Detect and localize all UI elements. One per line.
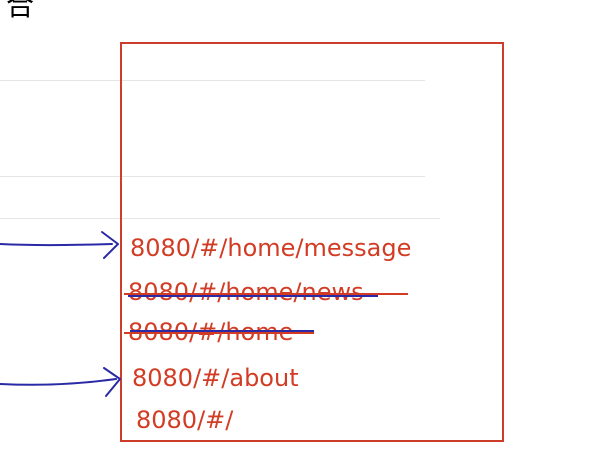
arrow-to-about xyxy=(0,367,121,397)
divider-line xyxy=(0,80,425,81)
history-entry-root: 8080/#/ xyxy=(136,406,234,434)
strike-line-blue xyxy=(130,330,314,332)
divider-line xyxy=(0,218,440,219)
history-stack-box xyxy=(120,42,504,442)
strike-line-red xyxy=(124,332,314,334)
strike-line-red xyxy=(124,293,408,295)
arrow-to-message xyxy=(0,231,119,259)
cropped-heading-glyph: 合 xyxy=(6,0,35,22)
history-entry-home-message: 8080/#/home/message xyxy=(130,234,412,262)
strike-line-blue xyxy=(128,295,378,297)
history-entry-home-news: 8080/#/home/news xyxy=(128,278,364,306)
divider-line xyxy=(0,176,425,177)
history-entry-about: 8080/#/about xyxy=(132,364,299,392)
